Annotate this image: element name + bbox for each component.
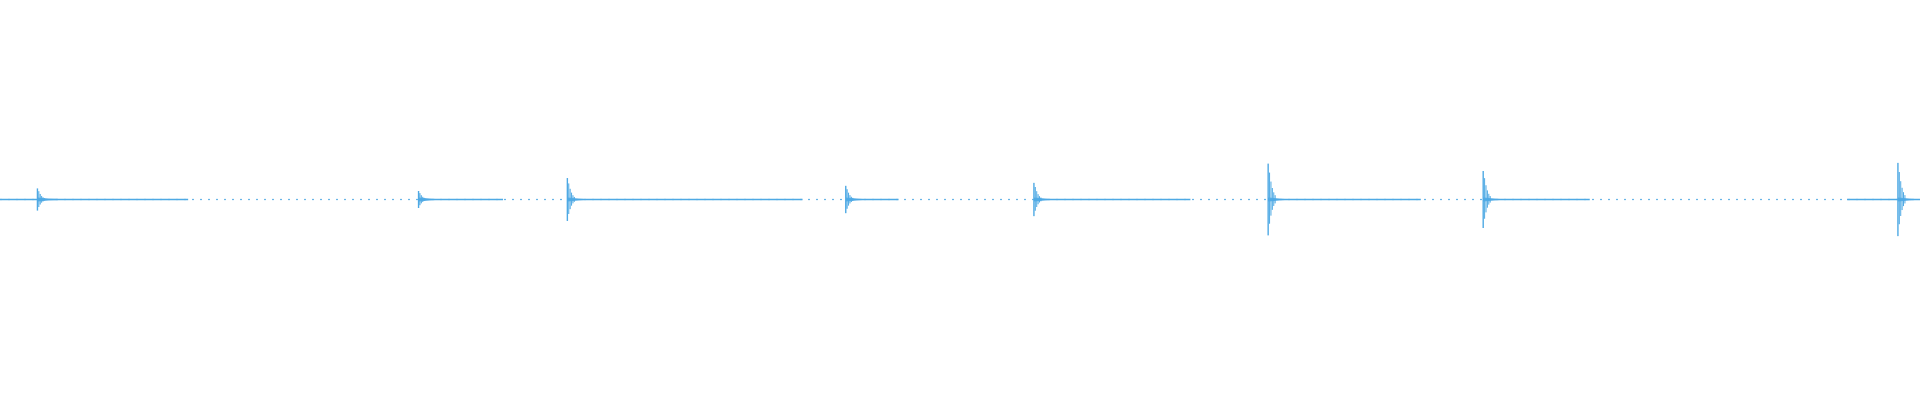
waveform-transient bbox=[566, 178, 590, 221]
waveform-transient bbox=[845, 185, 868, 214]
waveform-transient bbox=[1897, 162, 1920, 237]
waveform-transients bbox=[36, 162, 1920, 237]
waveform-transient bbox=[1033, 182, 1056, 217]
waveform-transient bbox=[36, 188, 60, 211]
waveform-transient bbox=[1267, 163, 1291, 236]
waveform-transient bbox=[1482, 171, 1506, 228]
waveform-transient bbox=[417, 190, 441, 209]
